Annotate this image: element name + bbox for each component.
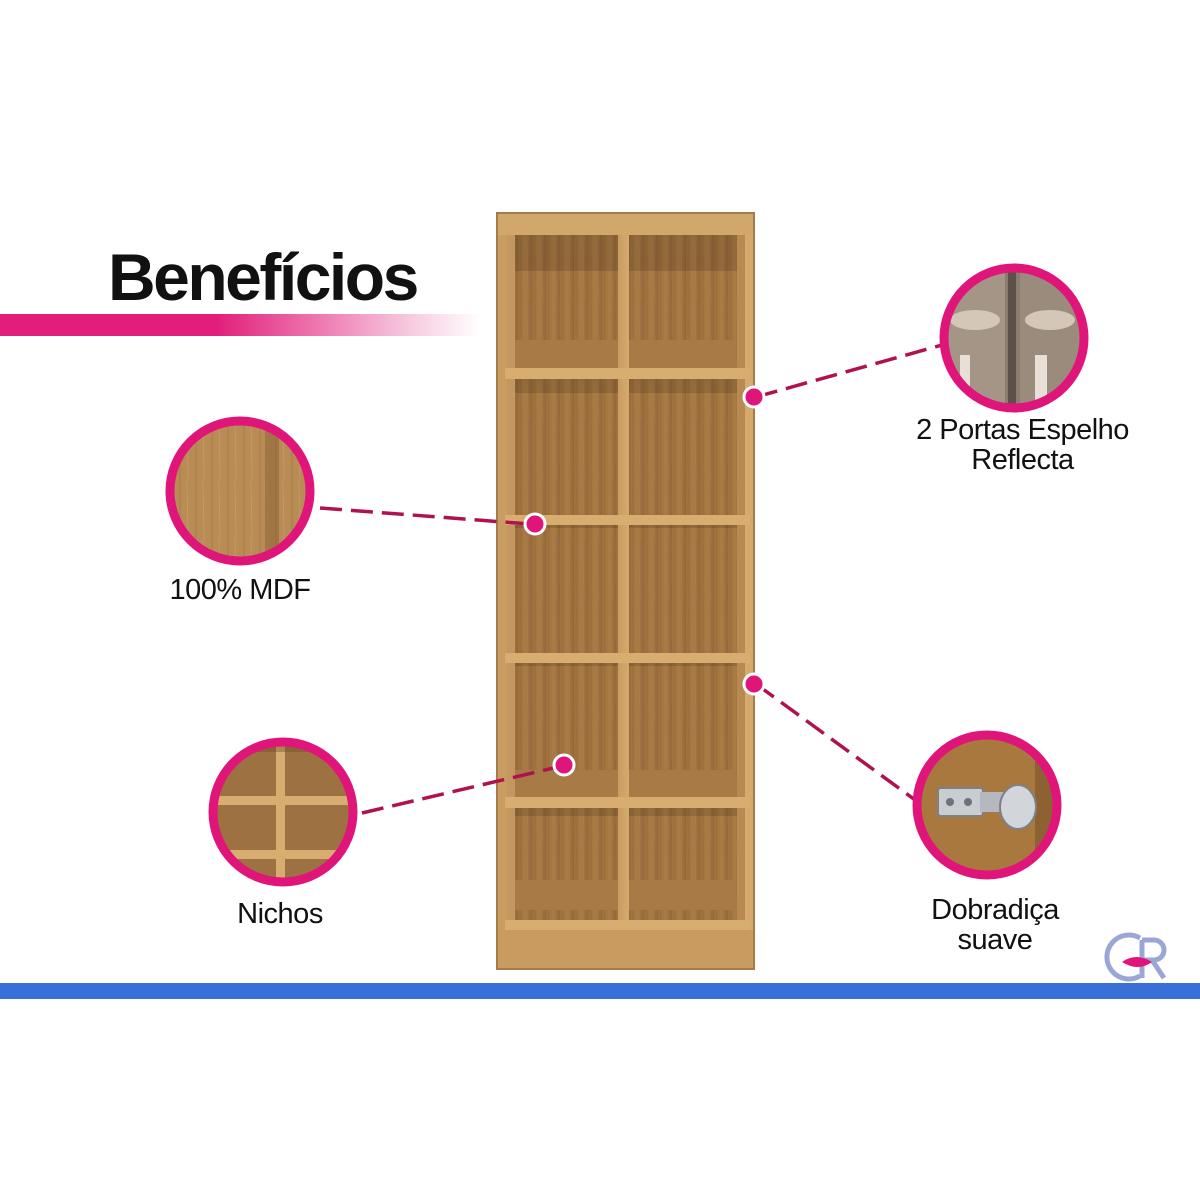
bottom-bar [0, 983, 1200, 999]
wood-texture-icon [165, 416, 315, 566]
feature-niches-label: Nichos [237, 898, 323, 930]
title-underline [0, 314, 480, 336]
bookcase [496, 212, 755, 970]
hinge-icon [912, 730, 1062, 880]
logo-icon [1104, 932, 1167, 982]
feature-doors-label: 2 Portas Espelho Reflecta [890, 415, 1155, 476]
page-title: Benefícios [108, 240, 419, 314]
niches-icon [208, 737, 358, 887]
mirror-doors-icon [939, 263, 1089, 413]
feature-doors-line2: Reflecta [971, 444, 1074, 477]
feature-hinge-label: Dobradiça suave [900, 895, 1090, 956]
feature-hinge-line2: suave [957, 924, 1033, 957]
feature-doors-line1: 2 Portas Espelho [916, 414, 1129, 446]
feature-mdf-label: 100% MDF [169, 574, 311, 606]
feature-hinge-line1: Dobradiça [931, 894, 1059, 926]
